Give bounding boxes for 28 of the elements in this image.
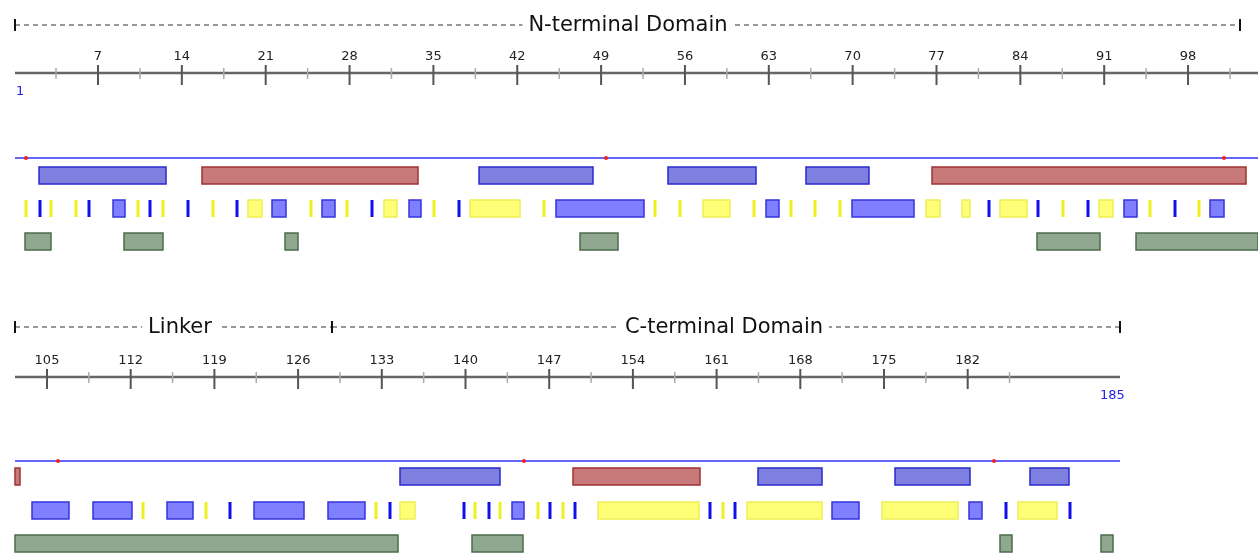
- tick-label: 77: [928, 49, 945, 62]
- tick-label: 21: [257, 49, 274, 62]
- tick-label: 182: [955, 353, 981, 366]
- position-label: 1: [16, 84, 25, 97]
- tick-label: 35: [425, 49, 442, 62]
- tick-label: 91: [1095, 49, 1113, 62]
- tick-label: 175: [871, 353, 897, 366]
- tick-label: 63: [760, 49, 778, 62]
- tick-label: 168: [787, 353, 813, 366]
- tick-label: 56: [676, 49, 694, 62]
- tick-label: 126: [285, 353, 311, 366]
- tick-label: 70: [844, 49, 861, 62]
- tick-label: 161: [704, 353, 729, 366]
- tick-label: 49: [592, 49, 610, 62]
- position-label: 185: [1100, 388, 1125, 401]
- tick-label: 84: [1012, 49, 1029, 62]
- tick-label: 140: [453, 353, 478, 366]
- tick-label: 105: [34, 353, 60, 366]
- tick-label: 98: [1179, 49, 1197, 62]
- tick-label: 147: [536, 353, 562, 366]
- tick-label: 112: [118, 353, 144, 366]
- tick-label: 133: [369, 353, 395, 366]
- tick-label: 14: [173, 49, 191, 62]
- tick-label: 7: [93, 49, 103, 62]
- tick-label: 28: [341, 49, 358, 62]
- tick-label: 42: [509, 49, 526, 62]
- tick-label: 119: [202, 353, 227, 366]
- tick-label: 154: [620, 353, 646, 366]
